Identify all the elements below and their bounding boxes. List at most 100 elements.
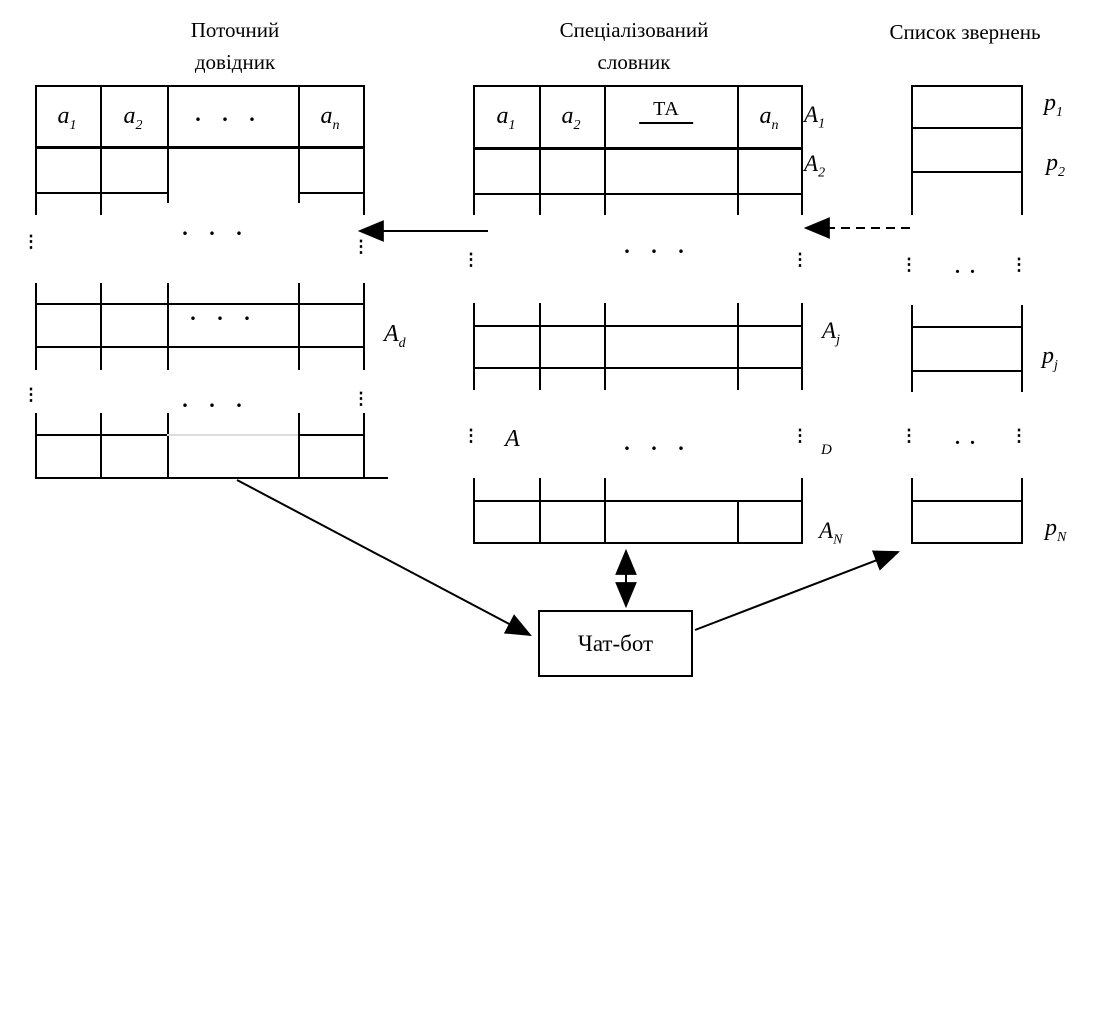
- left-col2-label: a2: [123, 103, 143, 133]
- table-line-v: [801, 478, 803, 544]
- table-line-h: [473, 193, 803, 195]
- right-ellipsis-2: . .: [955, 427, 975, 449]
- table-line-v: [737, 85, 739, 215]
- table-line-v: [539, 85, 541, 215]
- table-line-v: [35, 85, 37, 215]
- table-line-v: [737, 303, 739, 390]
- table-line-h: [473, 147, 803, 150]
- table-line-h: [911, 500, 1023, 502]
- center-col2-label: a2: [561, 103, 581, 133]
- table-line-h: [35, 85, 365, 87]
- left-vdots-1: ⋮: [22, 232, 40, 251]
- table-line-v: [363, 413, 365, 478]
- arrow-chatbot-to-requests: [694, 550, 901, 631]
- table-line-v: [539, 303, 541, 390]
- right-rowN-label: pN: [1045, 515, 1067, 545]
- table-line-h: [473, 542, 803, 544]
- table-line-h: [911, 85, 1023, 87]
- left-header-ellipsis: . . .: [195, 101, 255, 126]
- right-rowj-label: pj: [1042, 343, 1058, 373]
- center-coln-label: an: [759, 103, 779, 133]
- center-ellipsis-2: . . .: [624, 430, 684, 455]
- table-line-v: [35, 283, 37, 370]
- table-line-v: [604, 85, 606, 215]
- table-line-h: [35, 477, 388, 479]
- table-line-h: [35, 434, 169, 436]
- left-vdots-3: ⋮: [22, 385, 40, 404]
- table-line-v: [1021, 478, 1023, 543]
- center-rowN-label: AN: [819, 518, 843, 548]
- center-row2-label: A2: [804, 151, 826, 181]
- table-line-v: [1021, 305, 1023, 392]
- center-rowj-label: Aj: [822, 318, 840, 348]
- table-line-h: [911, 326, 1023, 328]
- center-vdots-4: ⋮: [791, 426, 809, 445]
- left-vdots-4: ⋮: [352, 389, 370, 408]
- right-vdots-4: ⋮: [1010, 426, 1028, 445]
- table-line-v: [298, 283, 300, 370]
- table-line-h: [35, 192, 169, 194]
- table-line-v: [604, 303, 606, 390]
- right-row1-label: p1: [1044, 90, 1063, 120]
- center-table-title: Спеціалізований словник: [559, 18, 709, 74]
- table-line-v: [100, 283, 102, 370]
- table-line-v: [100, 85, 102, 215]
- center-col1-label: a1: [496, 103, 516, 133]
- table-line-v: [298, 85, 300, 203]
- right-vdots-1: ⋮: [900, 255, 918, 274]
- table-line-v: [911, 85, 913, 215]
- arrow-directory-to-chatbot: [236, 479, 532, 637]
- right-vdots-3: ⋮: [900, 426, 918, 445]
- table-line-v: [1021, 85, 1023, 215]
- left-col1-label: a1: [57, 103, 77, 133]
- left-ellipsis-2: . . .: [182, 387, 242, 412]
- table-line-h: [35, 146, 365, 149]
- right-ellipsis-1: . .: [955, 256, 975, 278]
- center-vdots-1: ⋮: [462, 250, 480, 269]
- table-line-v: [911, 305, 913, 392]
- right-row2-label: p2: [1046, 150, 1065, 180]
- center-mid-a-label: A: [505, 426, 520, 452]
- center-row1-label: A1: [804, 102, 826, 132]
- table-line-h: [473, 500, 803, 502]
- center-mid-d-label: D: [821, 442, 832, 458]
- center-ta-label: ТА: [639, 98, 693, 124]
- table-line-h: [35, 303, 365, 305]
- right-vdots-2: ⋮: [1010, 255, 1028, 274]
- table-line-v: [363, 283, 365, 370]
- table-line-v: [604, 478, 606, 544]
- table-line-v: [35, 413, 37, 478]
- table-line-v: [298, 413, 300, 478]
- table-line-h: [473, 367, 803, 369]
- center-ellipsis-1: . . .: [624, 233, 684, 258]
- table-line-v: [473, 478, 475, 544]
- table-line-v: [167, 283, 169, 370]
- chatbot-box: Чат-бот: [538, 610, 693, 677]
- left-row-ellipsis: . . .: [190, 300, 250, 325]
- left-ellipsis-1: . . .: [182, 215, 242, 240]
- table-line-v: [473, 303, 475, 390]
- table-line-h: [298, 192, 365, 194]
- left-row-d-label: Ad: [384, 321, 406, 351]
- right-table-title: Список звернень: [889, 20, 1041, 44]
- table-line-h: [911, 542, 1023, 544]
- table-line-h: [298, 434, 365, 436]
- center-vdots-3: ⋮: [462, 426, 480, 445]
- table-line-v: [737, 500, 739, 544]
- left-table-title: Поточний довідник: [190, 18, 280, 74]
- table-line-v: [801, 85, 803, 215]
- table-line-v: [473, 85, 475, 215]
- left-coln-label: an: [320, 103, 340, 133]
- table-line-v: [911, 478, 913, 543]
- table-line-v: [167, 413, 169, 478]
- table-line-h: [35, 346, 365, 348]
- table-line-h: [473, 85, 803, 87]
- table-line-h: [911, 370, 1023, 372]
- table-line-h: [911, 171, 1023, 173]
- table-line-v: [100, 413, 102, 478]
- table-line-v: [167, 85, 169, 203]
- center-vdots-2: ⋮: [791, 250, 809, 269]
- table-line-v: [363, 85, 365, 215]
